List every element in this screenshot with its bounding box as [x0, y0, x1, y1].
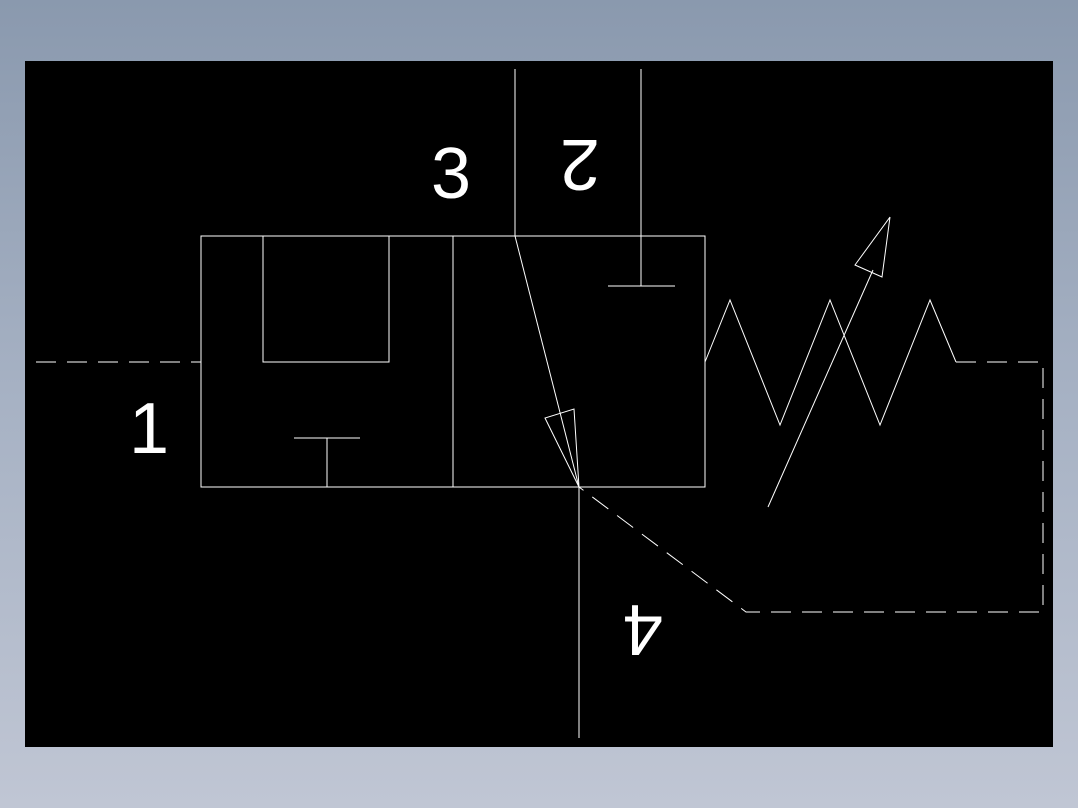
- cad-viewport[interactable]: [25, 61, 1053, 747]
- port-3-label: 3: [431, 134, 471, 214]
- flow-arrow-head: [544, 408, 580, 488]
- adjustable-arrow-shaft: [767, 269, 874, 508]
- left-envelope-flow-path: [262, 236, 390, 363]
- port-2-label: 2: [560, 124, 600, 204]
- right-envelope-flow-line: [514, 235, 580, 488]
- adjustable-arrow-head: [854, 216, 891, 278]
- port-1-label: 1: [129, 389, 169, 469]
- spring-zigzag: [704, 298, 957, 427]
- port-4-label: 4: [623, 589, 663, 669]
